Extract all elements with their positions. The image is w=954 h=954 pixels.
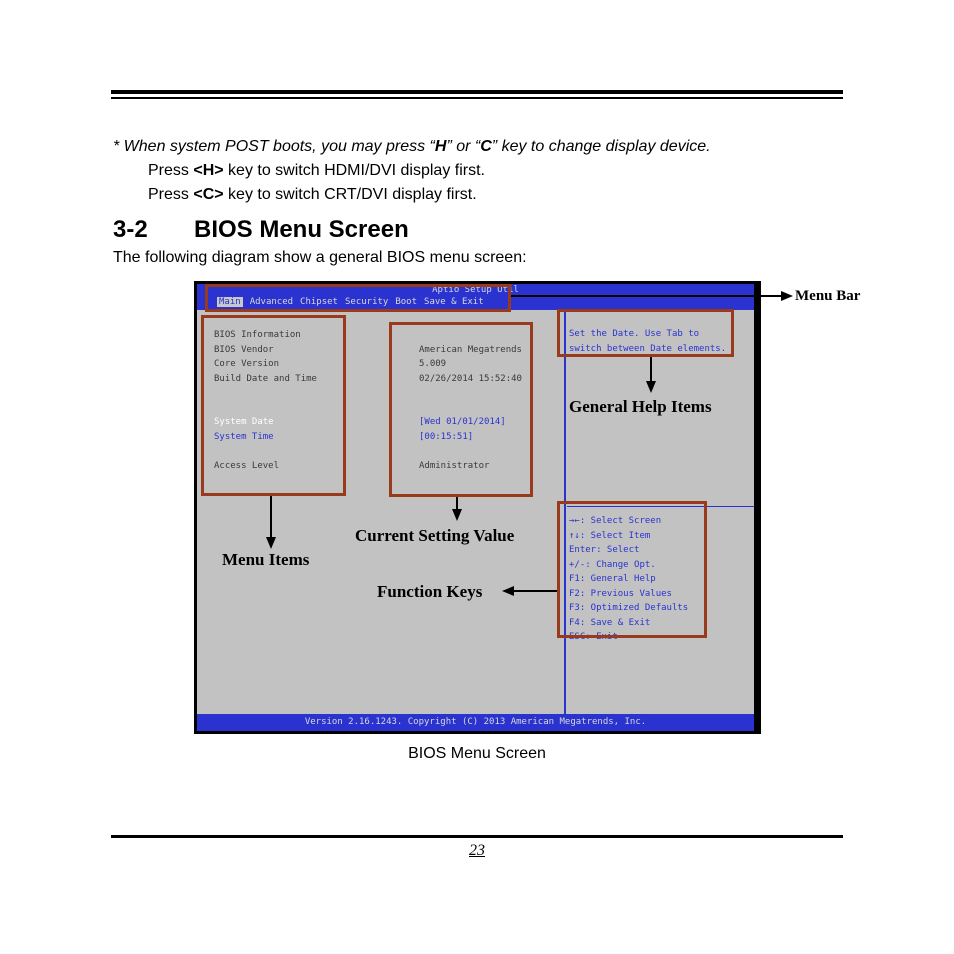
note-mid: ” or “ xyxy=(446,138,481,155)
bios-divider xyxy=(564,312,566,714)
bios-footer: Version 2.16.1243. Copyright (C) 2013 Am… xyxy=(197,714,754,731)
bios-key-line: Enter: Select xyxy=(569,545,640,555)
section-number: 3-2 xyxy=(113,216,148,243)
note-prefix: * When system POST boots, you may press … xyxy=(113,138,435,155)
current-setting-arrowhead xyxy=(452,509,462,521)
bios-value-time[interactable]: [00:15:51] xyxy=(419,431,474,442)
bios-tab-main[interactable]: Main xyxy=(217,297,243,307)
bios-key-line: F4: Save & Exit xyxy=(569,617,651,628)
bios-value: 5.009 xyxy=(419,359,447,369)
bios-value-date[interactable]: [Wed 01/01/2014] xyxy=(419,417,506,427)
bios-menu-item-system-date[interactable]: System Date xyxy=(214,417,274,427)
press-key: <H> xyxy=(193,162,224,179)
general-help-arrowhead xyxy=(646,381,656,393)
press-word: Press xyxy=(148,186,194,203)
bios-key-line: ↑↓: Select Item xyxy=(569,530,651,541)
figure-caption: BIOS Menu Screen xyxy=(408,745,546,762)
header-rule-thick xyxy=(111,90,843,94)
bios-body: BIOS Information BIOS Vendor Core Versio… xyxy=(197,310,754,714)
bios-key-line: →←: Select Screen xyxy=(569,516,662,526)
bios-values: American Megatrends 5.009 02/26/2014 15:… xyxy=(419,328,522,473)
bios-menu-item-system-time[interactable]: System Time xyxy=(214,431,274,442)
bios-title: Aptio Setup Util xyxy=(432,285,519,295)
bios-tabs: Main Advanced Chipset Security Boot Save… xyxy=(217,297,484,307)
function-keys-label: Function Keys xyxy=(377,582,483,601)
note-key-h: H xyxy=(434,138,447,155)
page-number: 23 xyxy=(0,842,954,860)
bios-key-line: F1: General Help xyxy=(569,574,656,584)
bios-menu-item: Build Date and Time xyxy=(214,373,317,384)
bios-help-line: switch between Date elements. xyxy=(569,343,727,354)
press-text: key to switch HDMI/DVI display first. xyxy=(223,162,485,179)
menu-bar-highlight xyxy=(205,284,511,312)
bios-menu-item: BIOS Vendor xyxy=(214,344,274,355)
bios-footer-text: Version 2.16.1243. Copyright (C) 2013 Am… xyxy=(304,717,647,727)
function-keys-highlight xyxy=(557,501,707,638)
bios-key-line: F2: Previous Values xyxy=(569,588,672,599)
current-setting-highlight xyxy=(389,322,533,497)
bios-tab-advanced[interactable]: Advanced xyxy=(249,297,294,307)
general-help-highlight xyxy=(557,309,734,357)
bios-menu-items: BIOS Information BIOS Vendor Core Versio… xyxy=(214,328,317,473)
bios-tab-chipset[interactable]: Chipset xyxy=(300,297,338,307)
press-line-h: Press <H> key to switch HDMI/DVI display… xyxy=(148,162,485,180)
function-keys-arrowhead xyxy=(502,586,514,596)
menu-bar-label: Menu Bar xyxy=(795,288,861,304)
bios-menu-item: Access Level xyxy=(214,460,280,471)
header-rule-thin xyxy=(111,97,843,99)
bios-tab-security[interactable]: Security xyxy=(344,297,389,307)
note-suffix: ” key to change display device. xyxy=(491,138,711,155)
note-key-c: C xyxy=(480,138,492,155)
bios-tab-save-exit[interactable]: Save & Exit xyxy=(424,297,484,307)
press-word: Press xyxy=(148,162,194,179)
press-line-c: Press <C> key to switch CRT/DVI display … xyxy=(148,186,477,204)
general-help-label: General Help Items xyxy=(569,397,712,416)
menu-items-label: Menu Items xyxy=(222,550,310,569)
bios-help-divider xyxy=(567,506,754,507)
intro-text: The following diagram show a general BIO… xyxy=(113,249,527,266)
press-text: key to switch CRT/DVI display first. xyxy=(223,186,477,203)
bios-key-line: +/-: Change Opt. xyxy=(569,559,656,570)
menu-bar-arrowhead xyxy=(781,291,793,301)
bios-key-line: F3: Optimized Defaults xyxy=(569,603,689,613)
bios-menu-item: BIOS Information xyxy=(214,330,301,340)
bios-value: American Megatrends xyxy=(419,344,522,355)
page-number-text: 23 xyxy=(469,842,485,859)
footer-rule xyxy=(111,835,843,838)
post-note: * When system POST boots, you may press … xyxy=(113,138,711,156)
bios-tab-boot[interactable]: Boot xyxy=(395,297,418,307)
menu-items-arrowhead xyxy=(266,537,276,549)
press-key: <C> xyxy=(193,186,224,203)
current-setting-label: Current Setting Value xyxy=(355,526,515,545)
bios-value: 02/26/2014 15:52:40 xyxy=(419,373,522,384)
bios-value: Administrator xyxy=(419,460,490,471)
menu-items-highlight xyxy=(201,315,346,496)
bios-menu-item: Core Version xyxy=(214,359,280,369)
bios-help-text: Set the Date. Use Tab to switch between … xyxy=(569,327,726,356)
section-title: BIOS Menu Screen xyxy=(194,216,409,243)
bios-help-line: Set the Date. Use Tab to xyxy=(569,329,700,339)
